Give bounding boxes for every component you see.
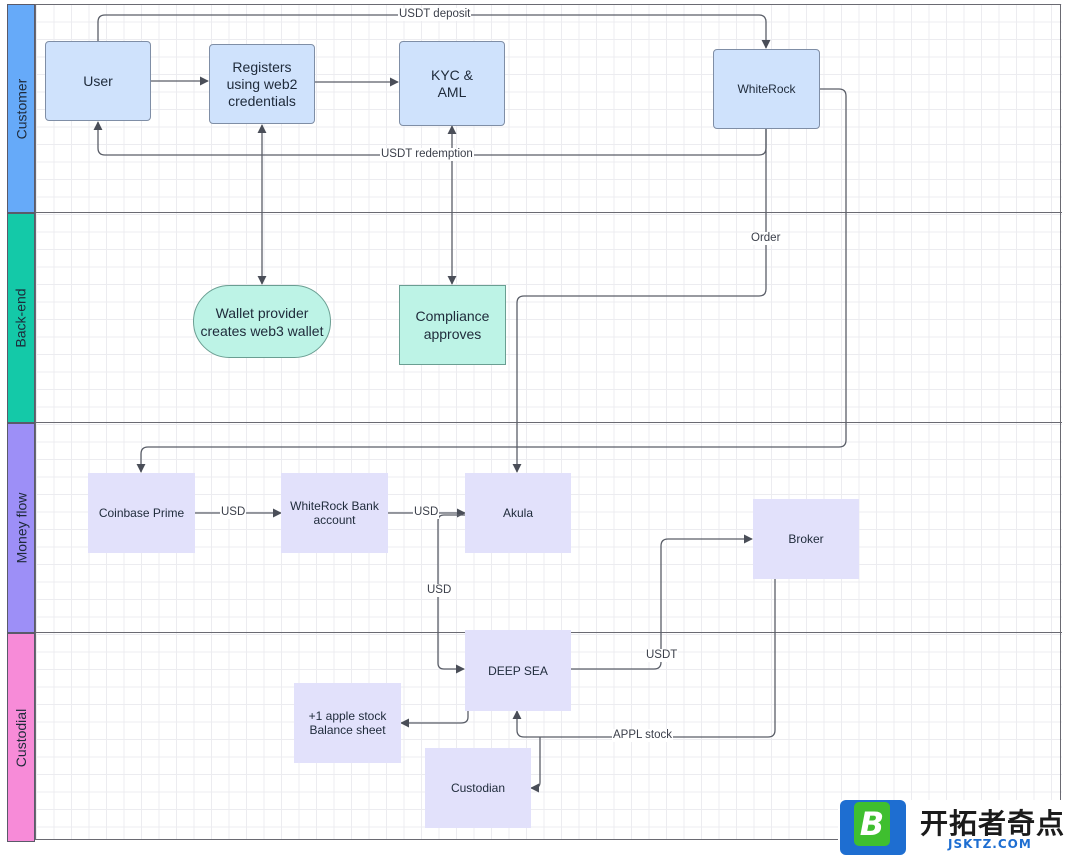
node-compliance-label: Compliance approves [415, 308, 490, 342]
node-apple-stock-balance-label: +1 apple stock Balance sheet [308, 709, 387, 737]
lane-divider [35, 422, 1062, 423]
edge-deepsea-apple [400, 711, 469, 728]
logo-badge-icon: B [840, 800, 906, 855]
logo-letter: B [854, 802, 890, 846]
node-custodian-label: Custodian [450, 781, 506, 795]
node-deep-sea: DEEP SEA [465, 630, 571, 711]
node-registers-label: Registers using web2 credentials [226, 58, 298, 109]
watermark-logo: B 开拓者奇点 JSKTZ.COM [838, 800, 1080, 858]
node-deep-sea-label: DEEP SEA [488, 663, 548, 678]
edge-label-usd-2: USD [413, 506, 440, 519]
node-apple-stock-balance: +1 apple stock Balance sheet [294, 683, 401, 763]
node-coinbase-prime-label: Coinbase Prime [98, 506, 185, 520]
node-user-label: User [83, 72, 113, 89]
node-coinbase-prime: Coinbase Prime [88, 473, 195, 553]
node-whiterock-bank-label: WhiteRock Bank account [290, 499, 379, 527]
node-kyc-label: KYC & AML [430, 66, 473, 100]
node-registers: Registers using web2 credentials [209, 44, 315, 124]
node-akula-label: Akula [502, 506, 534, 520]
logo-title: 开拓者奇点 [920, 807, 1066, 840]
node-custodian: Custodian [425, 748, 531, 828]
node-broker: Broker [753, 499, 859, 579]
node-user: User [45, 41, 151, 121]
node-wallet-provider: Wallet provider creates web3 wallet [193, 285, 331, 358]
edge-label-appl-stock: APPL stock [612, 729, 674, 742]
edge-label-usdt-redemption: USDT redemption [380, 148, 474, 161]
node-whiterock: WhiteRock [713, 49, 820, 129]
edge-custodian [530, 737, 541, 793]
edge-usdt [570, 534, 753, 670]
node-broker-label: Broker [788, 532, 824, 546]
lane-backend: Back-end [7, 213, 35, 423]
edge-label-usd-1: USD [220, 506, 247, 519]
edge-label-usd-3: USD [426, 584, 453, 597]
edge-label-usdt-deposit: USDT deposit [398, 8, 472, 21]
edge-label-order: Order [750, 232, 782, 245]
lane-money-flow: Money flow [7, 423, 35, 633]
node-whiterock-label: WhiteRock [737, 81, 796, 96]
edge-order [512, 128, 767, 473]
lane-custodial: Custodial [7, 633, 35, 842]
lane-customer: Customer [7, 4, 35, 213]
node-compliance: Compliance approves [399, 285, 506, 365]
node-whiterock-bank: WhiteRock Bank account [281, 473, 388, 553]
logo-subtitle: JSKTZ.COM [948, 837, 1032, 851]
edge-whiterock-coinbase [136, 88, 847, 473]
edge-label-usdt: USDT [645, 649, 679, 662]
node-wallet-provider-label: Wallet provider creates web3 wallet [200, 304, 324, 339]
lane-divider [35, 212, 1062, 213]
node-kyc: KYC & AML [399, 41, 505, 126]
node-akula: Akula [465, 473, 571, 553]
